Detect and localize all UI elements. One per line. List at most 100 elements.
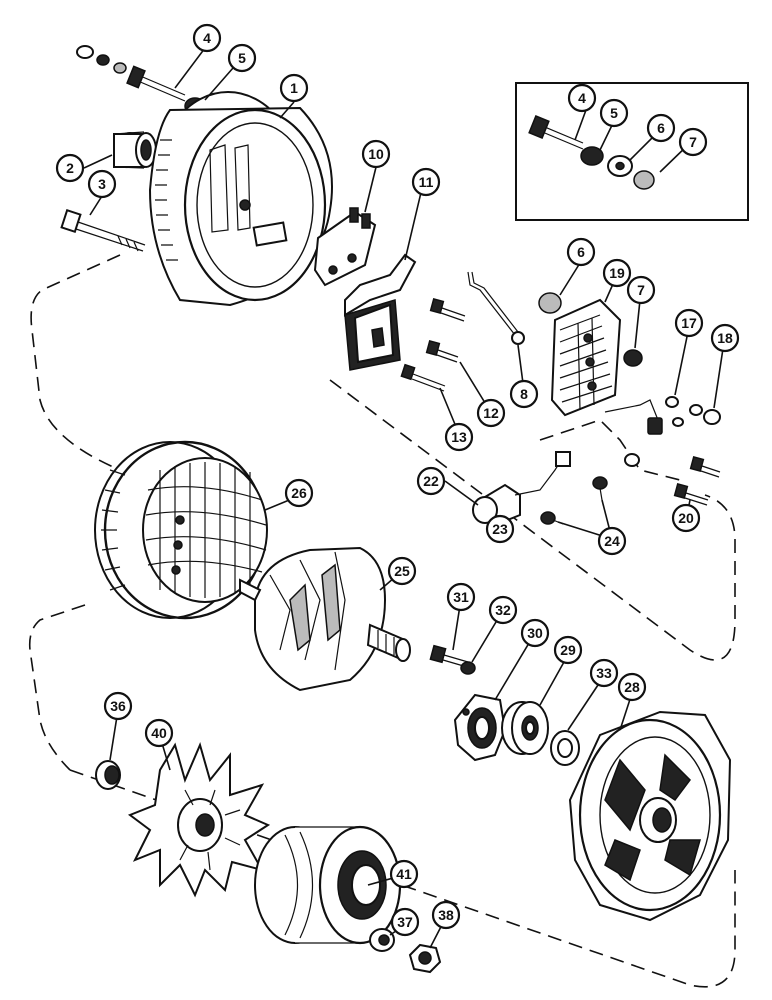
- washer-small-b: [113, 62, 127, 74]
- callout-number: 29: [560, 642, 576, 658]
- callout-circle: [87, 169, 117, 199]
- callout-circle: [589, 658, 619, 688]
- callout-17: 17: [674, 308, 704, 338]
- washer-37: [369, 928, 395, 952]
- bearing-29: [501, 701, 549, 755]
- screw-20: [673, 482, 709, 506]
- callout-circle: [279, 73, 309, 103]
- callout-circle: [485, 514, 515, 544]
- callout-number: 18: [717, 330, 733, 346]
- callout-circle: [444, 422, 474, 452]
- callout-circle: [446, 582, 476, 612]
- callout-number: 31: [453, 589, 469, 605]
- callout-5b: 5: [599, 98, 629, 128]
- inset-box: [515, 82, 749, 221]
- callout-circle: [674, 308, 704, 338]
- callout-2: 2: [55, 153, 85, 183]
- callout-number: 13: [451, 429, 467, 445]
- rectifier-bridge-19: [550, 298, 622, 417]
- callout-40: 40: [144, 718, 174, 748]
- callout-6: 6: [566, 237, 596, 267]
- callout-32: 32: [488, 595, 518, 625]
- assembly-boundary-upper: [30, 254, 151, 486]
- callout-circle: [710, 323, 740, 353]
- callout-number: 24: [604, 533, 620, 549]
- nut-small: [76, 45, 94, 59]
- callout-number: 23: [492, 521, 508, 537]
- callout-10: 10: [361, 139, 391, 169]
- callout-circle: [476, 398, 506, 428]
- assembly-boundary-right-upper: [329, 379, 736, 661]
- capacitor-22: [472, 451, 571, 527]
- callout-number: 22: [423, 473, 439, 489]
- nut-7: [623, 349, 643, 367]
- callout-number: 19: [609, 265, 625, 281]
- callout-number: 41: [396, 866, 412, 882]
- collar-36: [95, 760, 121, 790]
- callout-28: 28: [617, 672, 647, 702]
- stator-26: [94, 440, 268, 620]
- callout-circle: [387, 556, 417, 586]
- inset-washer-6-hole: [615, 161, 625, 171]
- callout-circle: [488, 595, 518, 625]
- callout-number: 3: [98, 176, 106, 192]
- callout-circle: [284, 478, 314, 508]
- callout-circle: [617, 672, 647, 702]
- bearing-retainer-30: [453, 693, 507, 762]
- callout-number: 4: [203, 30, 211, 46]
- callout-number: 20: [678, 510, 694, 526]
- callout-11: 11: [411, 167, 441, 197]
- callout-number: 8: [520, 386, 528, 402]
- pulley-41: [254, 825, 402, 945]
- callout-circle: [678, 127, 708, 157]
- callout-3: 3: [87, 169, 117, 199]
- callout-number: 12: [483, 405, 499, 421]
- callout-number: 7: [689, 134, 697, 150]
- washer-32: [460, 661, 476, 675]
- callout-circle: [520, 618, 550, 648]
- inset-nut-7: [633, 170, 655, 190]
- callout-circle: [509, 379, 539, 409]
- callout-number: 28: [624, 679, 640, 695]
- callout-number: 2: [66, 160, 74, 176]
- callout-13: 13: [444, 422, 474, 452]
- callout-number: 1: [290, 80, 298, 96]
- callout-22: 22: [416, 466, 446, 496]
- rotor-25: [239, 546, 411, 692]
- callout-circle: [361, 139, 391, 169]
- callout-1: 1: [279, 73, 309, 103]
- callout-29: 29: [553, 635, 583, 665]
- screw-13: [400, 363, 446, 392]
- callout-circle: [553, 635, 583, 665]
- callout-number: 30: [527, 625, 543, 641]
- callout-circle: [602, 258, 632, 288]
- callout-circle: [411, 167, 441, 197]
- brush-holder-10: [313, 207, 377, 287]
- callout-38: 38: [431, 900, 461, 930]
- screw-24-upper: [592, 476, 608, 501]
- callout-number: 26: [291, 485, 307, 501]
- callout-circle: [671, 503, 701, 533]
- callout-4b: 4: [567, 83, 597, 113]
- assembly-boundary-lower: [28, 604, 86, 771]
- washer-6: [538, 292, 562, 314]
- callout-number: 11: [419, 174, 434, 190]
- rear-housing-28: [568, 710, 732, 922]
- callout-number: 6: [657, 120, 665, 136]
- terminal-17: [604, 396, 684, 435]
- inset-nut-5: [580, 146, 604, 166]
- callout-circle: [192, 23, 222, 53]
- callout-circle: [55, 153, 85, 183]
- assembly-boundary-bottom: [69, 769, 736, 988]
- callout-30: 30: [520, 618, 550, 648]
- callout-circle: [389, 859, 419, 889]
- callout-26: 26: [284, 478, 314, 508]
- washer-small-center: [624, 453, 640, 467]
- callout-7: 7: [626, 275, 656, 305]
- assembly-boundary-mid: [539, 419, 681, 481]
- callout-circle: [227, 43, 257, 73]
- callout-circle: [626, 275, 656, 305]
- callout-circle: [597, 526, 627, 556]
- callout-number: 6: [577, 244, 585, 260]
